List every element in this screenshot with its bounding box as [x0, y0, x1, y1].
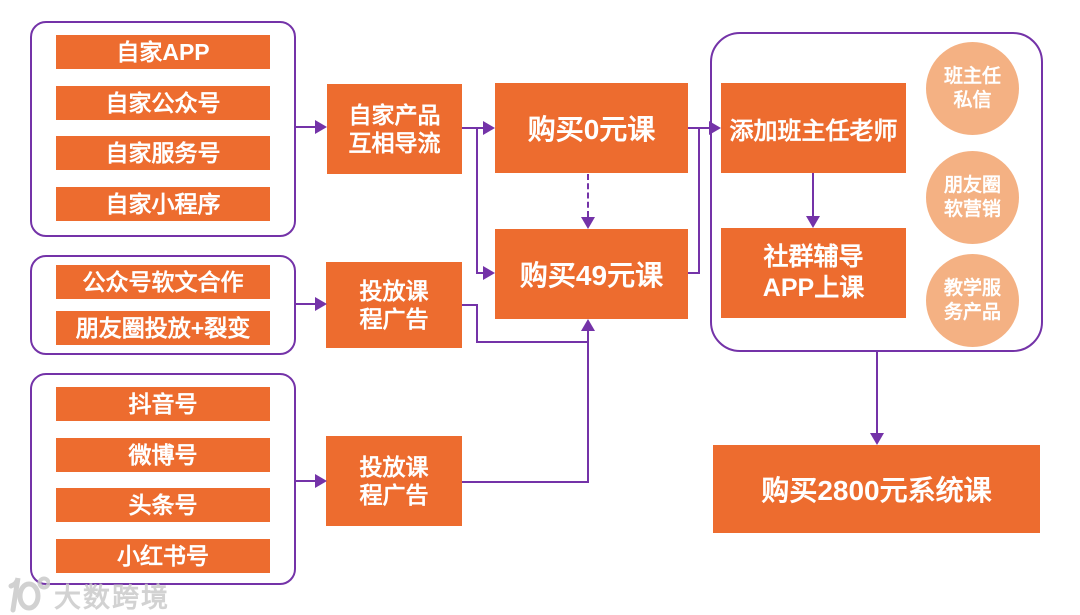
node-ads-mid: 投放课 程广告 [326, 262, 462, 348]
connector [476, 304, 478, 343]
connector [876, 352, 878, 434]
connector-dashed [587, 174, 589, 217]
node-cross-flow: 自家产品 互相导流 [327, 84, 462, 174]
circle-teacher-dm: 班主任 私信 [926, 42, 1019, 135]
group-ad-partners: 公众号软文合作 朋友圈投放+裂变 [30, 255, 296, 355]
channel-item: 自家公众号 [56, 85, 270, 120]
channel-item: 公众号软文合作 [56, 265, 270, 299]
channel-item: 朋友圈投放+裂变 [56, 311, 270, 345]
circle-label-line: 务产品 [943, 301, 1001, 323]
circle-label-line: 班主任 [943, 65, 1001, 87]
connector [462, 304, 477, 306]
node-label-line: 程广告 [359, 306, 429, 332]
channel-item: 自家APP [56, 35, 270, 69]
connector [296, 480, 316, 482]
circle-label-line: 软营销 [943, 198, 1001, 220]
arrowhead [709, 121, 721, 135]
arrowhead [581, 217, 595, 229]
node-course-free: 购买0元课 [495, 83, 688, 173]
arrowhead [483, 266, 495, 280]
watermark: 大数跨境 [2, 572, 170, 615]
connector [812, 173, 814, 217]
watermark-text: 大数跨境 [54, 583, 170, 613]
connector [296, 303, 316, 305]
connector [688, 272, 700, 274]
node-label-line: 互相导流 [348, 130, 441, 156]
arrowhead [315, 474, 327, 488]
arrowhead [581, 319, 595, 331]
node-course-49: 购买49元课 [495, 229, 688, 319]
circle-label-line: 朋友圈 [943, 174, 1001, 196]
node-label-line: 投放课 [359, 278, 429, 304]
node-label-line: 投放课 [359, 454, 429, 480]
channel-item: 小红书号 [56, 538, 270, 573]
channel-item: 自家小程序 [56, 186, 270, 221]
arrowhead [870, 433, 884, 445]
group-own-channels: 自家APP 自家公众号 自家服务号 自家小程序 [30, 21, 296, 237]
channel-item: 头条号 [56, 488, 270, 523]
node-label-line: APP上课 [762, 274, 865, 302]
connector [476, 272, 483, 274]
channel-item: 微博号 [56, 437, 270, 472]
connector [476, 127, 478, 273]
connector [587, 331, 589, 483]
arrowhead [806, 216, 820, 228]
node-community-class: 社群辅导 APP上课 [721, 228, 906, 318]
connector [462, 127, 483, 129]
node-course-2800: 购买2800元系统课 [713, 445, 1040, 533]
connector [476, 341, 589, 343]
node-add-teacher: 添加班主任老师 [721, 83, 906, 173]
watermark-logo-icon [2, 572, 51, 615]
arrowhead [315, 120, 327, 134]
group-media-accounts: 抖音号 微博号 头条号 小红书号 [30, 373, 296, 585]
connector [462, 481, 589, 483]
circle-teaching-service: 教学服 务产品 [926, 254, 1019, 347]
node-label-line: 社群辅导 [763, 243, 864, 271]
node-ads-bottom: 投放课 程广告 [326, 436, 462, 526]
circle-label-line: 教学服 [943, 277, 1001, 299]
arrowhead [483, 121, 495, 135]
circle-moments-marketing: 朋友圈 软营销 [926, 151, 1019, 244]
circle-label-line: 私信 [953, 89, 992, 111]
channel-item: 自家服务号 [56, 136, 270, 171]
connector [296, 126, 316, 128]
connector [698, 127, 700, 273]
channel-item: 抖音号 [56, 387, 270, 421]
arrowhead [315, 297, 327, 311]
node-label-line: 自家产品 [348, 102, 441, 128]
node-label-line: 程广告 [359, 482, 429, 508]
